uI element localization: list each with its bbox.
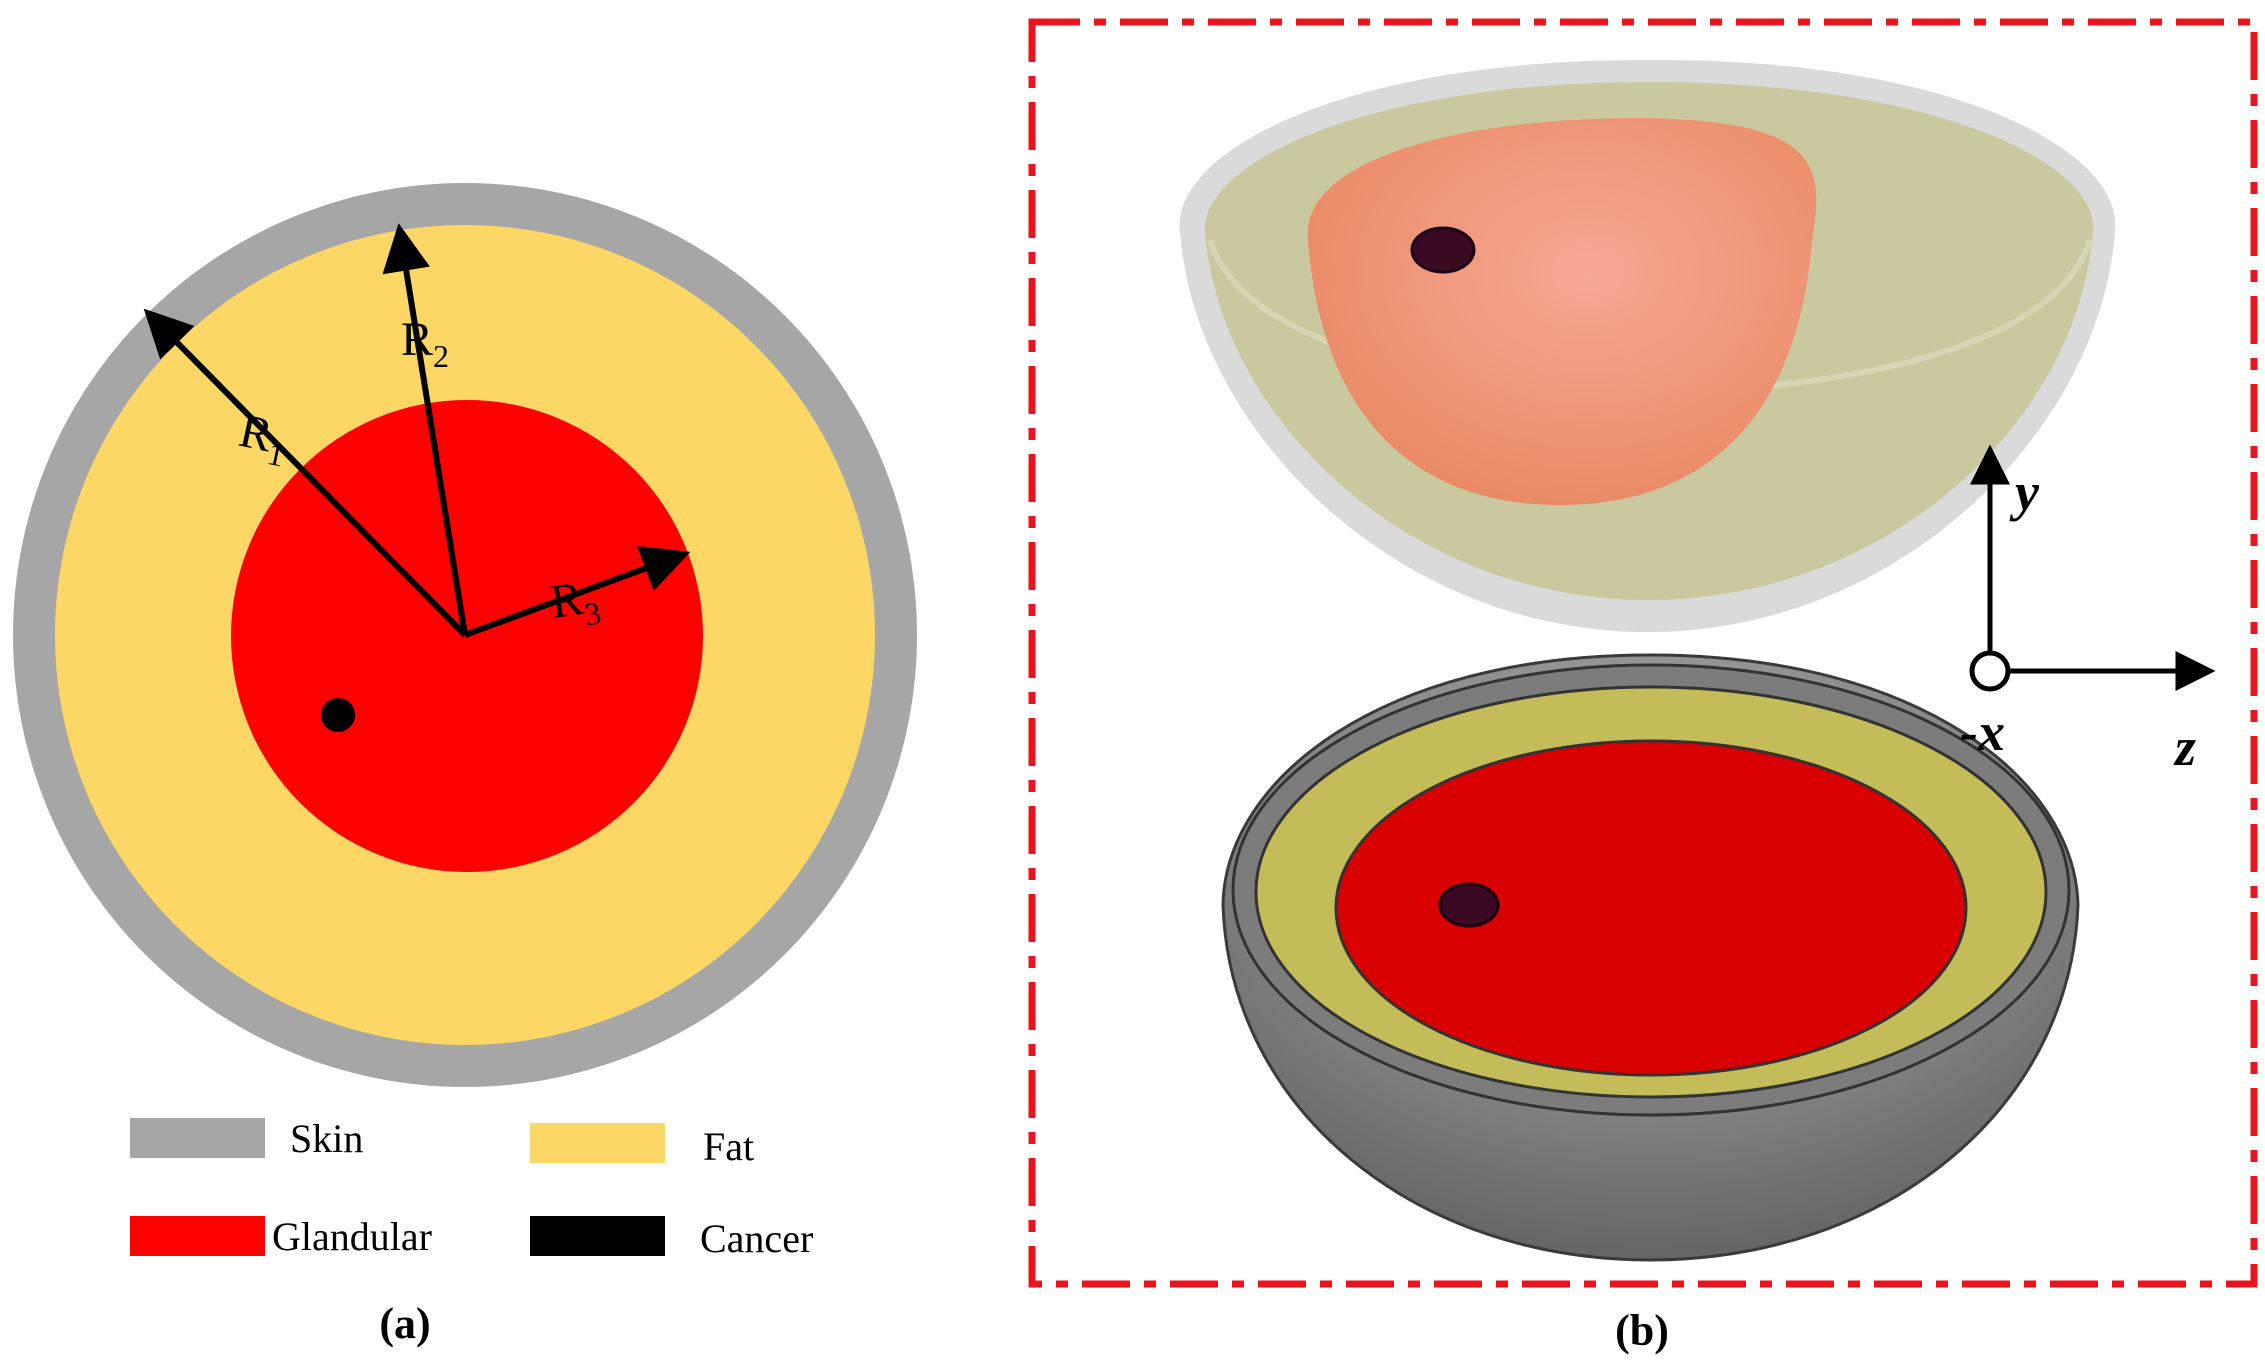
legend-swatch-fat xyxy=(530,1123,665,1163)
x-axis-label: -x xyxy=(1960,702,2005,762)
lower-cancer-tumor xyxy=(1438,882,1500,928)
panel-a-label: (a) xyxy=(379,1299,430,1348)
upper-cancer-tumor xyxy=(1410,226,1476,274)
cancer-tumor xyxy=(321,698,355,732)
y-axis-label: y xyxy=(2009,462,2040,522)
lower-hemisphere-model xyxy=(1221,653,2080,1262)
panel-b-label: (b) xyxy=(1615,1306,1669,1355)
panel-b: y z -x (b) xyxy=(1028,18,2258,1355)
legend: Skin Fat Glandular Cancer xyxy=(130,1116,813,1261)
r3-label: R3 xyxy=(547,570,603,637)
r1-arrow xyxy=(143,308,468,638)
z-axis-label: z xyxy=(2173,717,2196,777)
panel-b-frame xyxy=(1028,18,2258,1288)
x-axis-origin-marker xyxy=(1969,650,2011,692)
legend-label-fat: Fat xyxy=(703,1124,754,1169)
lower-glandular-disc xyxy=(1334,739,1968,1077)
coordinate-axes: y z -x xyxy=(1960,444,2216,777)
upper-glandular-dome xyxy=(1307,118,1817,505)
upper-hemisphere-model xyxy=(1179,59,2116,632)
r2-label: R2 xyxy=(401,313,449,374)
panel-a: R1 R2 R3 Skin Fat Glandular Cancer (a) xyxy=(13,183,917,1348)
legend-swatch-skin xyxy=(130,1118,265,1158)
legend-label-skin: Skin xyxy=(290,1116,363,1161)
legend-label-cancer: Cancer xyxy=(700,1216,813,1261)
r2-arrow xyxy=(382,223,468,636)
r3-arrow xyxy=(463,545,691,638)
legend-swatch-cancer xyxy=(530,1216,665,1256)
legend-swatch-glandular xyxy=(130,1216,265,1256)
legend-label-glandular: Glandular xyxy=(272,1214,432,1259)
r1-label: R1 xyxy=(233,404,293,474)
